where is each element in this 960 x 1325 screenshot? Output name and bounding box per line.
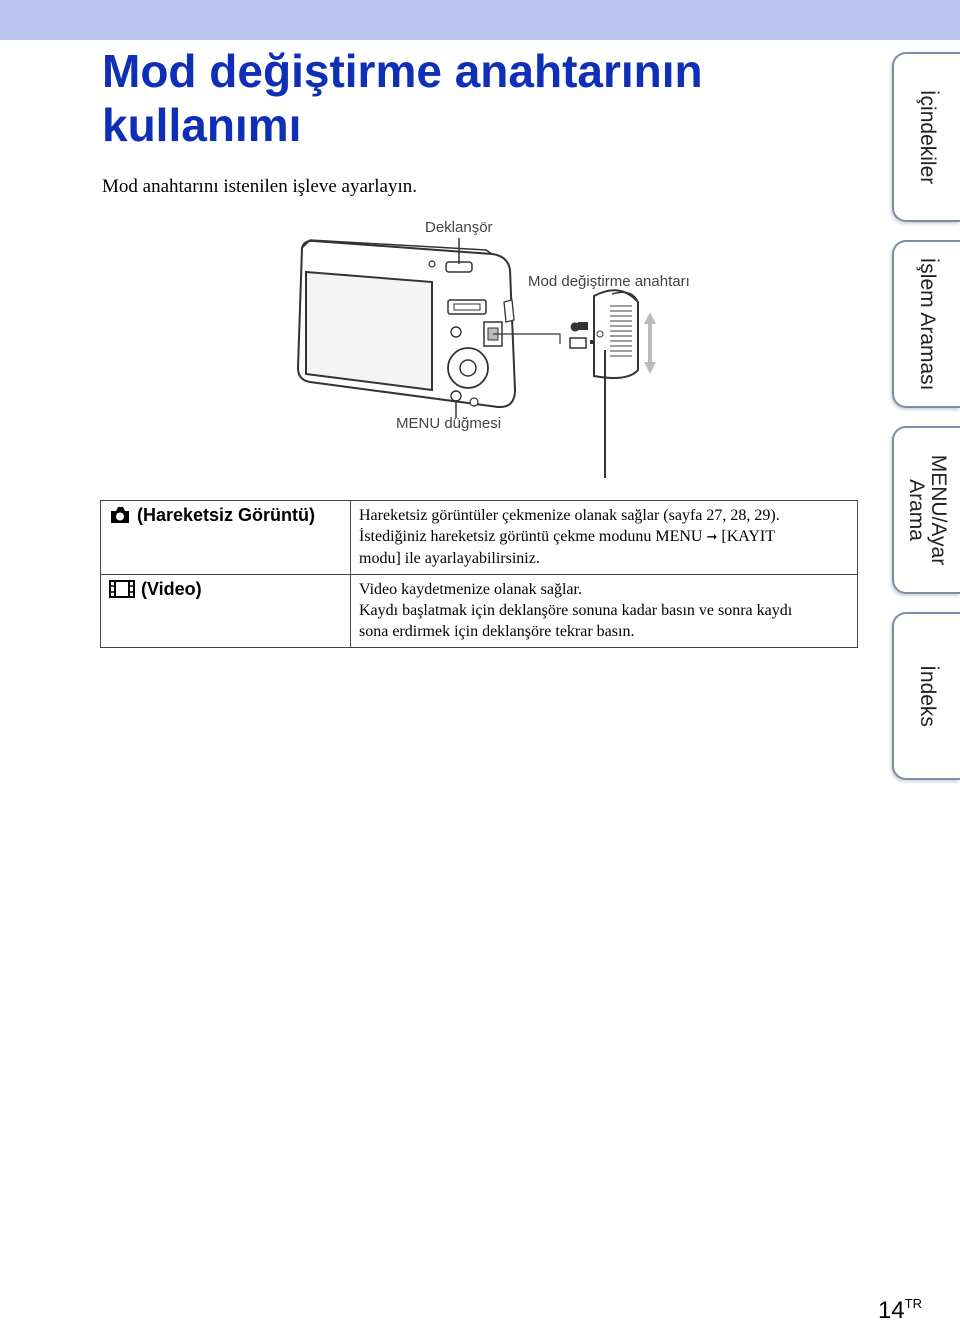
tab-label: İşlem Araması (916, 257, 939, 391)
mode-cell: (Video) (100, 574, 351, 648)
page-number-suffix: TR (904, 1296, 922, 1311)
description-line: İstediğiniz hareketsiz görüntü çekme mod… (359, 526, 851, 548)
page-number: 14TR (878, 1296, 922, 1325)
tab-label: İçindekiler (916, 89, 939, 185)
tab-label: MENU/Ayar Arama (905, 454, 950, 566)
description-cell: Video kaydetmenize olanak sağlar. Kaydı … (350, 574, 858, 648)
tab-operation-search[interactable]: İşlem Araması (892, 240, 960, 408)
description-line: Hareketsiz görüntüler çekmenize olanak s… (359, 507, 780, 524)
camera-icon (111, 507, 129, 523)
mode-switch-detail: ● (569, 289, 656, 478)
svg-text:●: ● (570, 319, 580, 333)
camera-figure: ● Deklanşör Mod değiştirme anahtarı MENU… (260, 210, 740, 495)
arrow-right-icon: ➞ (706, 530, 718, 545)
tab-label: İndeks (916, 665, 939, 727)
page-number-value: 14 (877, 1297, 905, 1324)
shutter-callout: Deklanşör (425, 219, 493, 236)
description-line: Kaydı başlatmak için deklanşöre sonuna k… (359, 602, 793, 619)
tab-menu-settings-search[interactable]: MENU/Ayar Arama (892, 426, 960, 594)
page-title: Mod değiştirme anahtarının kullanımı (102, 45, 703, 151)
modes-table: (Hareketsiz Görüntü) Hareketsiz görüntül… (100, 500, 858, 648)
camera-screen (305, 270, 433, 392)
menu-button-callout: MENU düğmesi (396, 415, 502, 432)
table-row: (Video) Video kaydetmenize olanak sağlar… (100, 574, 858, 648)
description-text: İstediğiniz hareketsiz görüntü çekme mod… (359, 528, 703, 545)
mode-label: (Video) (141, 579, 202, 599)
description-text: [KAYIT (721, 528, 775, 545)
page-subtitle: Mod anahtarını istenilen işleve ayarlayı… (102, 176, 417, 197)
film-icon (109, 580, 135, 598)
mode-cell: (Hareketsiz Görüntü) (100, 500, 351, 575)
description-line: Video kaydetmenize olanak sağlar. (359, 581, 582, 598)
top-band (0, 0, 960, 40)
table-row: (Hareketsiz Görüntü) Hareketsiz görüntül… (100, 500, 858, 575)
description-line: modu] ile ayarlayabilirsiniz. (359, 550, 540, 567)
mode-label: (Hareketsiz Görüntü) (137, 505, 316, 525)
mode-switch-callout: Mod değiştirme anahtarı (528, 273, 690, 290)
description-line: sona erdirmek için deklanşöre tekrar bas… (359, 623, 635, 640)
tab-index[interactable]: İndeks (892, 612, 960, 780)
camera-illustration: ● (296, 238, 656, 478)
tab-contents[interactable]: İçindekiler (892, 52, 960, 222)
description-cell: Hareketsiz görüntüler çekmenize olanak s… (350, 500, 858, 575)
